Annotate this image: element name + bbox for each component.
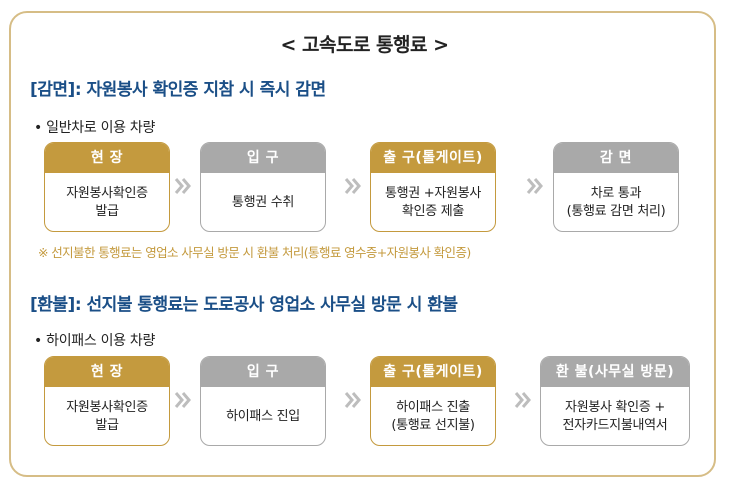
step-head: 출 구(톨게이트) <box>371 143 495 173</box>
refund-step-refund: 환 불(사무실 방문) 자원봉사 확인증 + 전자카드지불내역서 <box>540 356 690 446</box>
discount-step-exit: 출 구(톨게이트) 통행권 +자원봉사 확인증 제출 <box>370 142 496 232</box>
discount-step-entrance: 입 구 통행권 수취 <box>200 142 326 232</box>
double-chevron-right-icon <box>524 175 546 197</box>
step-body: 통행권 수취 <box>231 195 295 210</box>
refund-step-entrance: 입 구 하이패스 진입 <box>200 356 326 446</box>
step-head: 입 구 <box>201 143 325 173</box>
double-chevron-right-icon <box>512 389 534 411</box>
section-refund-bullet: • 하이패스 이용 차량 <box>34 333 156 349</box>
refund-note: ※ 선지불한 통행료는 영업소 사무실 방문 시 환불 처리(통행료 영수증+자… <box>38 245 471 260</box>
double-chevron-right-icon <box>172 175 194 197</box>
page-title: < 고속도로 통행료 > <box>280 34 449 56</box>
double-chevron-right-icon <box>342 175 364 197</box>
step-head: 현 장 <box>45 357 169 387</box>
discount-step-discount: 감 면 차로 통과 (통행료 감면 처리) <box>553 142 679 232</box>
refund-step-site: 현 장 자원봉사확인증 발급 <box>44 356 170 446</box>
section-discount-heading: [감면]: 자원봉사 확인증 지참 시 즉시 감면 <box>30 80 326 100</box>
double-chevron-right-icon <box>342 389 364 411</box>
step-body: 자원봉사 확인증 + 전자카드지불내역서 <box>562 400 668 433</box>
step-head: 출 구(톨게이트) <box>371 357 495 387</box>
section-refund-heading: [환불]: 선지불 통행료는 도로공사 영업소 사무실 방문 시 환불 <box>30 295 458 315</box>
section-discount-bullet: • 일반차로 이용 차량 <box>34 120 156 136</box>
step-body: 자원봉사확인증 발급 <box>66 400 148 433</box>
refund-step-exit: 출 구(톨게이트) 하이패스 진출 (통행료 선지불) <box>370 356 496 446</box>
double-chevron-right-icon <box>172 389 194 411</box>
step-body: 하이패스 진출 (통행료 선지불) <box>391 400 475 433</box>
step-body: 자원봉사확인증 발급 <box>66 186 148 219</box>
step-head: 현 장 <box>45 143 169 173</box>
step-head: 환 불(사무실 방문) <box>541 357 689 387</box>
step-body: 차로 통과 (통행료 감면 처리) <box>566 186 666 219</box>
step-body: 통행권 +자원봉사 확인증 제출 <box>384 186 482 219</box>
step-head: 입 구 <box>201 357 325 387</box>
discount-step-site: 현 장 자원봉사확인증 발급 <box>44 142 170 232</box>
step-body: 하이패스 진입 <box>226 409 300 424</box>
step-head: 감 면 <box>554 143 678 173</box>
